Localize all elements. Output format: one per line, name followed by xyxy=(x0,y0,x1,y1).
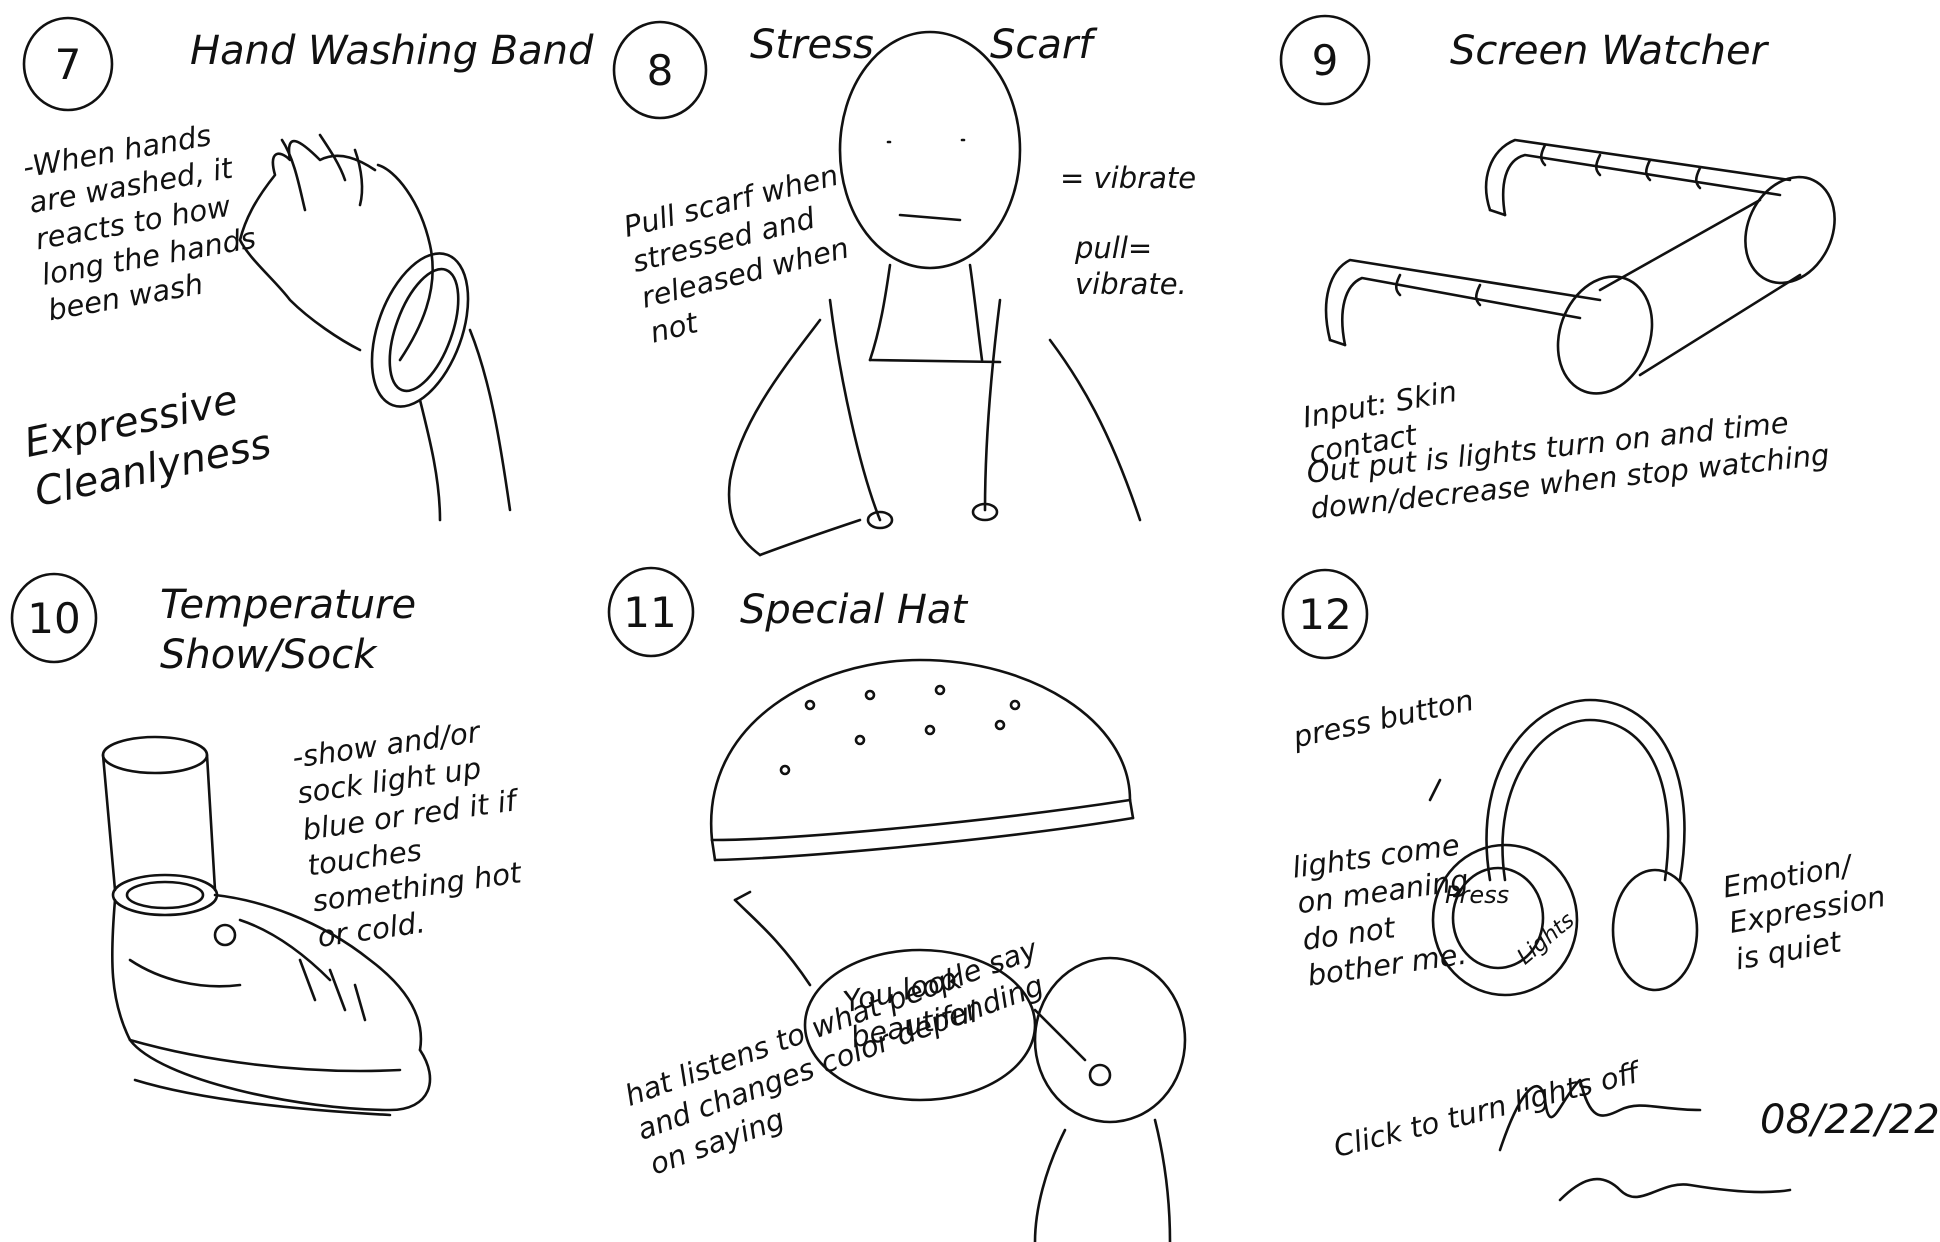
signature-drawing xyxy=(1498,1078,1792,1202)
circle-10 xyxy=(10,572,98,664)
panel-12-button-label: Press xyxy=(1445,881,1510,909)
circle-8 xyxy=(612,20,708,120)
circle-11 xyxy=(607,566,695,658)
panel-7-number: 7 xyxy=(54,39,82,89)
panel-8-number: 8 xyxy=(646,45,674,95)
special-hat-drawing xyxy=(709,658,1187,1242)
panel-7-title: Hand Washing Band xyxy=(190,28,594,74)
circle-12 xyxy=(1281,568,1369,660)
screen-watcher-drawing xyxy=(1324,138,1836,395)
circle-9 xyxy=(1279,14,1371,106)
sock-shoe-drawing xyxy=(101,735,432,1117)
panel-9-number: 9 xyxy=(1311,35,1339,85)
panel-11-title: Special Hat xyxy=(740,587,968,633)
panel-9-title: Screen Watcher xyxy=(1450,28,1768,74)
panel-10-number: 10 xyxy=(27,593,81,643)
signature-date: 08/22/22 xyxy=(1760,1097,1940,1143)
panel-12-number: 12 xyxy=(1298,589,1352,639)
panel-8-title-left: Stress xyxy=(750,22,874,68)
panel-10-note-1: -show and/or sock light up blue or red i… xyxy=(290,714,524,955)
panel-11-number: 11 xyxy=(623,587,677,637)
panel-8-title-right: Scarf xyxy=(990,22,1093,68)
hand-band-drawing xyxy=(238,133,512,522)
headphones-drawing xyxy=(1428,698,1699,997)
panel-8-note-2: = vibrate xyxy=(1060,161,1197,195)
circle-7 xyxy=(22,16,114,112)
panel-10-title: Temperature Show/Sock xyxy=(160,582,417,678)
stress-scarf-drawing xyxy=(727,30,1142,557)
panel-8-note-3: pull= vibrate. xyxy=(1075,231,1187,302)
